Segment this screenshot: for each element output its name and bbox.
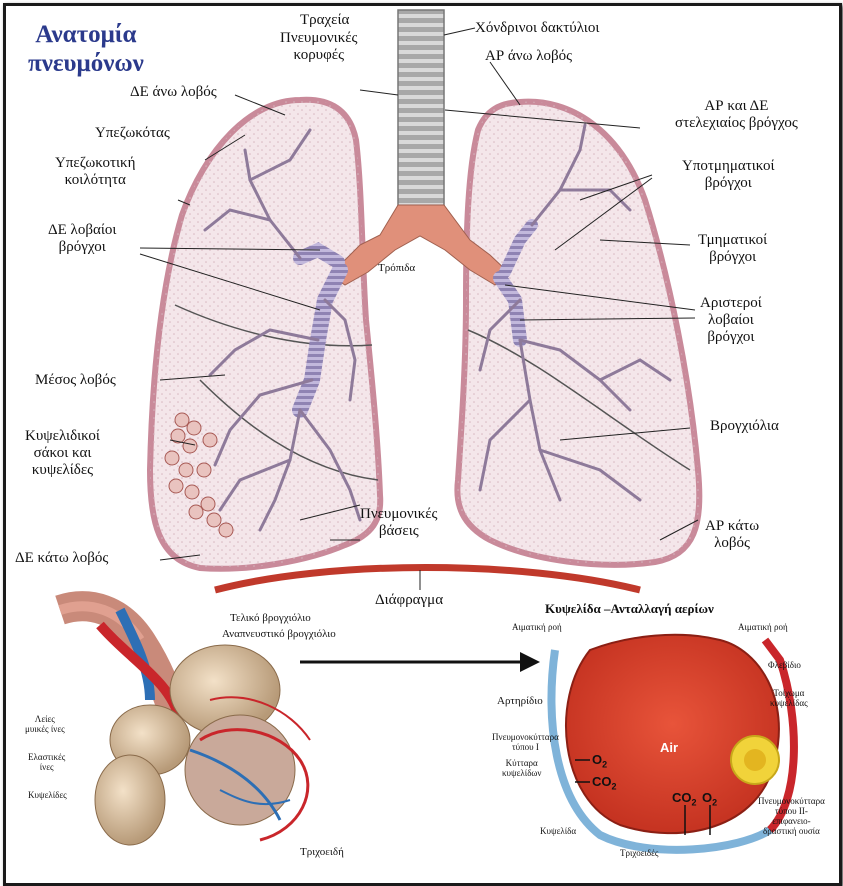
page-title: Ανατομία πνευμόνων	[28, 20, 144, 78]
co2-label-bottom: CO2	[672, 790, 697, 808]
o2-label-left: O2	[592, 752, 607, 770]
alveolar-sacs-label: Κυψελιδικοί σάκοι και κυψελίδες	[25, 428, 100, 479]
air-label: Air	[660, 740, 678, 755]
title-line-1: Ανατομία	[28, 20, 144, 49]
capillaries-label: Τριχοειδή	[300, 846, 344, 858]
diaphragm-label: Διάφραγμα	[375, 592, 443, 609]
trachea-label: Τραχεία	[300, 12, 349, 29]
respiratory-bronchiole-label: Αναπνευστικό βρογχιόλιο	[222, 628, 336, 640]
alveolar-cells-label: Κύτταρα κυψελίδων	[502, 758, 541, 778]
blood-flow-left-label: Αιματική ροή	[512, 622, 562, 632]
left-lower-lobe-label: ΔΕ κάτω λοβός	[15, 550, 108, 567]
subsegmental-bronchi-label: Υποτμηματικοί βρόγχοι	[682, 158, 775, 192]
apices-label: Πνευμονικές κορυφές	[280, 30, 358, 64]
o2-label-bottom: O2	[702, 790, 717, 808]
co2-label-left: CO2	[592, 774, 617, 792]
cartilage-rings-label: Χόνδρινοι δακτύλιοι	[475, 20, 599, 37]
pneumocyte-type2-label: Πνευμονοκύτταρα τύπου ΙΙ- επιφανειο- δρα…	[758, 796, 825, 836]
terminal-bronchiole-label: Τελικό βρογχιόλιο	[230, 612, 311, 624]
alveolar-wall-label: Τοίχωμα κυψελίδας	[770, 688, 808, 708]
capillary-label: Τριχοειδές	[620, 848, 659, 858]
middle-lobe-label: Μέσος λοβός	[35, 372, 116, 389]
alveoli-label: Κυψελίδες	[28, 790, 67, 800]
venule-label: Φλεβίδιο	[768, 660, 801, 670]
left-upper-lobe-label: ΔΕ άνω λοβός	[130, 84, 217, 101]
gas-exchange-heading: Κυψελίδα –Ανταλλαγή αερίων	[545, 603, 714, 615]
arteriole-label: Αρτηρίδιο	[497, 695, 543, 707]
blood-flow-right-label: Αιματική ροή	[738, 622, 788, 632]
pneumocyte-type1-label: Πνευμονοκύτταρα τύπου Ι	[492, 732, 559, 752]
carina-label: Τρόπιδα	[378, 262, 415, 274]
right-lower-lobe-label: ΑΡ κάτω λοβός	[705, 518, 759, 552]
left-lobar-bronchi-label: ΔΕ λοβαίοι βρόγχοι	[48, 222, 116, 256]
diaphragm-curve	[215, 568, 640, 591]
arrow	[300, 652, 540, 672]
elastic-fibers-label: Ελαστικές ίνες	[28, 752, 65, 772]
pleura-label: Υπεζωκότας	[95, 125, 170, 142]
smooth-muscle-label: Λείες μυικές ίνες	[25, 714, 65, 734]
right-lung	[457, 102, 699, 565]
segmental-bronchi-label: Τμηματικοί βρόγχοι	[698, 232, 767, 266]
alveolus-label: Κυψελίδα	[540, 826, 576, 836]
pleural-cavity-label: Υπεζωκοτική κοιλότητα	[55, 155, 135, 189]
bronchioles-label: Βρογχιόλια	[710, 418, 779, 435]
right-lobar-bronchi-label: Αριστεροί λοβαίοι βρόγχοι	[700, 295, 762, 346]
right-upper-lobe-label: ΑΡ άνω λοβός	[485, 48, 572, 65]
title-line-2: πνευμόνων	[28, 49, 144, 78]
bronchiole-cluster	[60, 606, 310, 845]
main-bronchi-label: ΑΡ και ΔΕ στελεχιαίος βρόγχος	[675, 98, 798, 132]
lung-bases-label: Πνευμονικές βάσεις	[360, 506, 438, 540]
